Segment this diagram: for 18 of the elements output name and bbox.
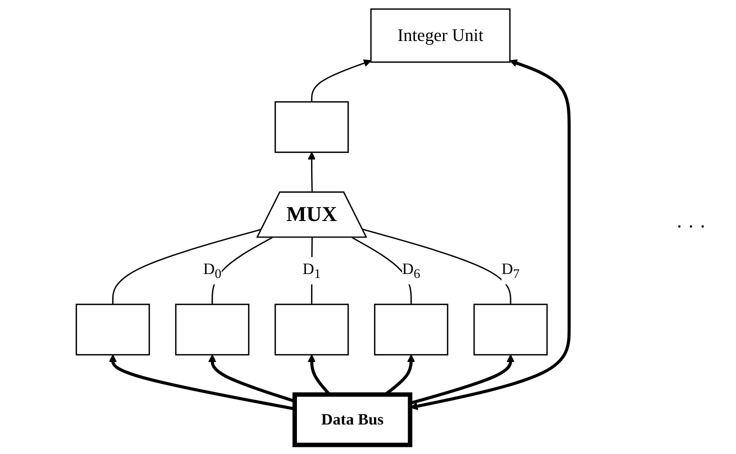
arrow — [311, 59, 372, 102]
edge-label: D$_{6}$ — [402, 260, 420, 282]
connector — [362, 228, 512, 304]
node-box — [274, 101, 350, 153]
node-box: Data Bus — [292, 392, 413, 448]
ellipsis: · · · — [676, 216, 706, 238]
node-box — [76, 304, 150, 356]
edge-label: D$_{7}$ — [502, 260, 520, 282]
node-box — [474, 304, 548, 356]
arrow — [308, 152, 316, 192]
node-box: Integer Unit — [370, 8, 511, 63]
node-box — [374, 304, 449, 356]
arrow — [410, 59, 571, 410]
edge-label: D$_{1}$ — [302, 260, 322, 282]
node-box — [175, 304, 250, 356]
edge-label: D$_{0}$ — [203, 260, 222, 282]
node-box — [274, 304, 350, 356]
connector — [112, 228, 262, 304]
